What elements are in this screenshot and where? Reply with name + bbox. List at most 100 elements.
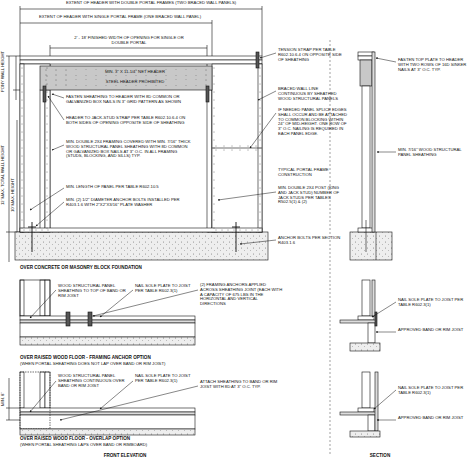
nail (55, 69, 57, 71)
strap (206, 86, 209, 102)
divider-line (330, 40, 331, 455)
nail (259, 219, 261, 221)
nail (21, 171, 23, 173)
nail (251, 229, 253, 231)
leader-line (30, 290, 56, 318)
nail (255, 145, 257, 147)
nail (21, 179, 23, 181)
wood-framing (212, 148, 262, 149)
foundation (15, 232, 392, 260)
note-label: APPROVED BAND OR RIM JOIST (398, 416, 466, 421)
nail (21, 219, 23, 221)
leader-line (372, 302, 396, 317)
dimension-line (6, 420, 20, 421)
nail (259, 131, 261, 133)
nail (213, 155, 215, 157)
nail (259, 187, 261, 189)
nail (205, 84, 207, 86)
note-label: FASTEN TOP PLATE TO HEADER WITH TWO ROWS… (398, 58, 470, 72)
anchor-bolt (232, 227, 240, 228)
view-caption: FRONT ELEVATION (70, 453, 180, 458)
divider-line (330, 40, 331, 455)
raised-floor-anchor (20, 280, 380, 351)
raised-floor-anchor (368, 323, 375, 343)
wood-framing (45, 90, 50, 232)
nail (213, 91, 215, 93)
nail (65, 74, 67, 76)
raised-floor-anchor (20, 316, 195, 320)
dimension-line (50, 48, 207, 49)
nail (213, 75, 215, 77)
raised-floor-anchor (362, 280, 370, 316)
leader-line (30, 381, 56, 412)
raised-floor-anchor (45, 280, 50, 316)
nail (21, 123, 23, 125)
dimension-line (13, 90, 20, 91)
nail (239, 229, 241, 231)
nail (259, 139, 261, 141)
note-label: NAIL SOLE PLATE TO JOIST PER TABLE R602.… (135, 284, 195, 294)
nail (231, 145, 233, 147)
nail (46, 147, 48, 149)
header (40, 66, 212, 90)
nail (213, 203, 215, 205)
leader-line (374, 390, 396, 409)
nail (223, 145, 225, 147)
nail (245, 229, 247, 231)
nail (21, 107, 23, 109)
raised-floor-anchor (20, 337, 195, 345)
nail (46, 75, 48, 77)
raised-floor-overlap (20, 415, 195, 429)
leader-line (250, 113, 276, 148)
raised-floor-overlap (350, 431, 380, 437)
nail (239, 145, 241, 147)
nail (55, 74, 57, 76)
leader-line (52, 145, 64, 150)
nail (21, 139, 23, 141)
nail (55, 79, 57, 81)
nail (21, 131, 23, 133)
view-caption: OVER RAISED WOOD FLOOR - OVERLAP OPTION (20, 436, 280, 441)
nail (215, 229, 217, 231)
raised-floor-overlap (358, 408, 374, 412)
nail (213, 211, 215, 213)
note-label: NAIL SOLE PLATE TO JOIST PER TABLE R602.… (398, 298, 466, 308)
nail (213, 195, 215, 197)
nail (45, 74, 47, 76)
dimension-label: MIN. 8" (1, 392, 6, 406)
note-label: MIN. LENGTH OF PANEL PER TABLE R602.10.5 (66, 185, 192, 190)
raised-floor-anchor (20, 323, 195, 337)
leader-line (376, 332, 396, 333)
nail (213, 171, 215, 173)
nail (213, 115, 215, 117)
raised-floor-anchor (372, 280, 375, 316)
raised-floor-overlap (340, 412, 376, 415)
leader-line (36, 202, 64, 226)
note-label: MIN. 3" X 11-1/4" NET HEADER (70, 70, 200, 75)
leader-line (240, 240, 276, 244)
strap (256, 52, 259, 68)
section-wall (360, 60, 372, 86)
nail (46, 163, 48, 165)
foundation (350, 232, 392, 260)
nail (259, 179, 261, 181)
nail (213, 187, 215, 189)
note-label: TYPICAL PORTAL FRAME CONSTRUCTION (278, 168, 344, 178)
section-wall (362, 86, 370, 228)
nail (221, 229, 223, 231)
dimension-line (262, 6, 263, 56)
section-wall (358, 56, 374, 60)
nail (213, 139, 215, 141)
nail (255, 149, 257, 151)
dimension-line (20, 9, 262, 10)
anchor-bolt (28, 222, 240, 252)
nail (259, 227, 261, 229)
leader-line (48, 96, 64, 120)
nail (257, 229, 259, 231)
dimension-line (6, 408, 20, 409)
raised-floor-anchor (20, 280, 24, 316)
nail (215, 145, 217, 147)
nail (21, 195, 23, 197)
note-label: EXTENT OF HEADER WITH SINGLE PORTAL FRAM… (30, 15, 210, 20)
nail (227, 229, 229, 231)
